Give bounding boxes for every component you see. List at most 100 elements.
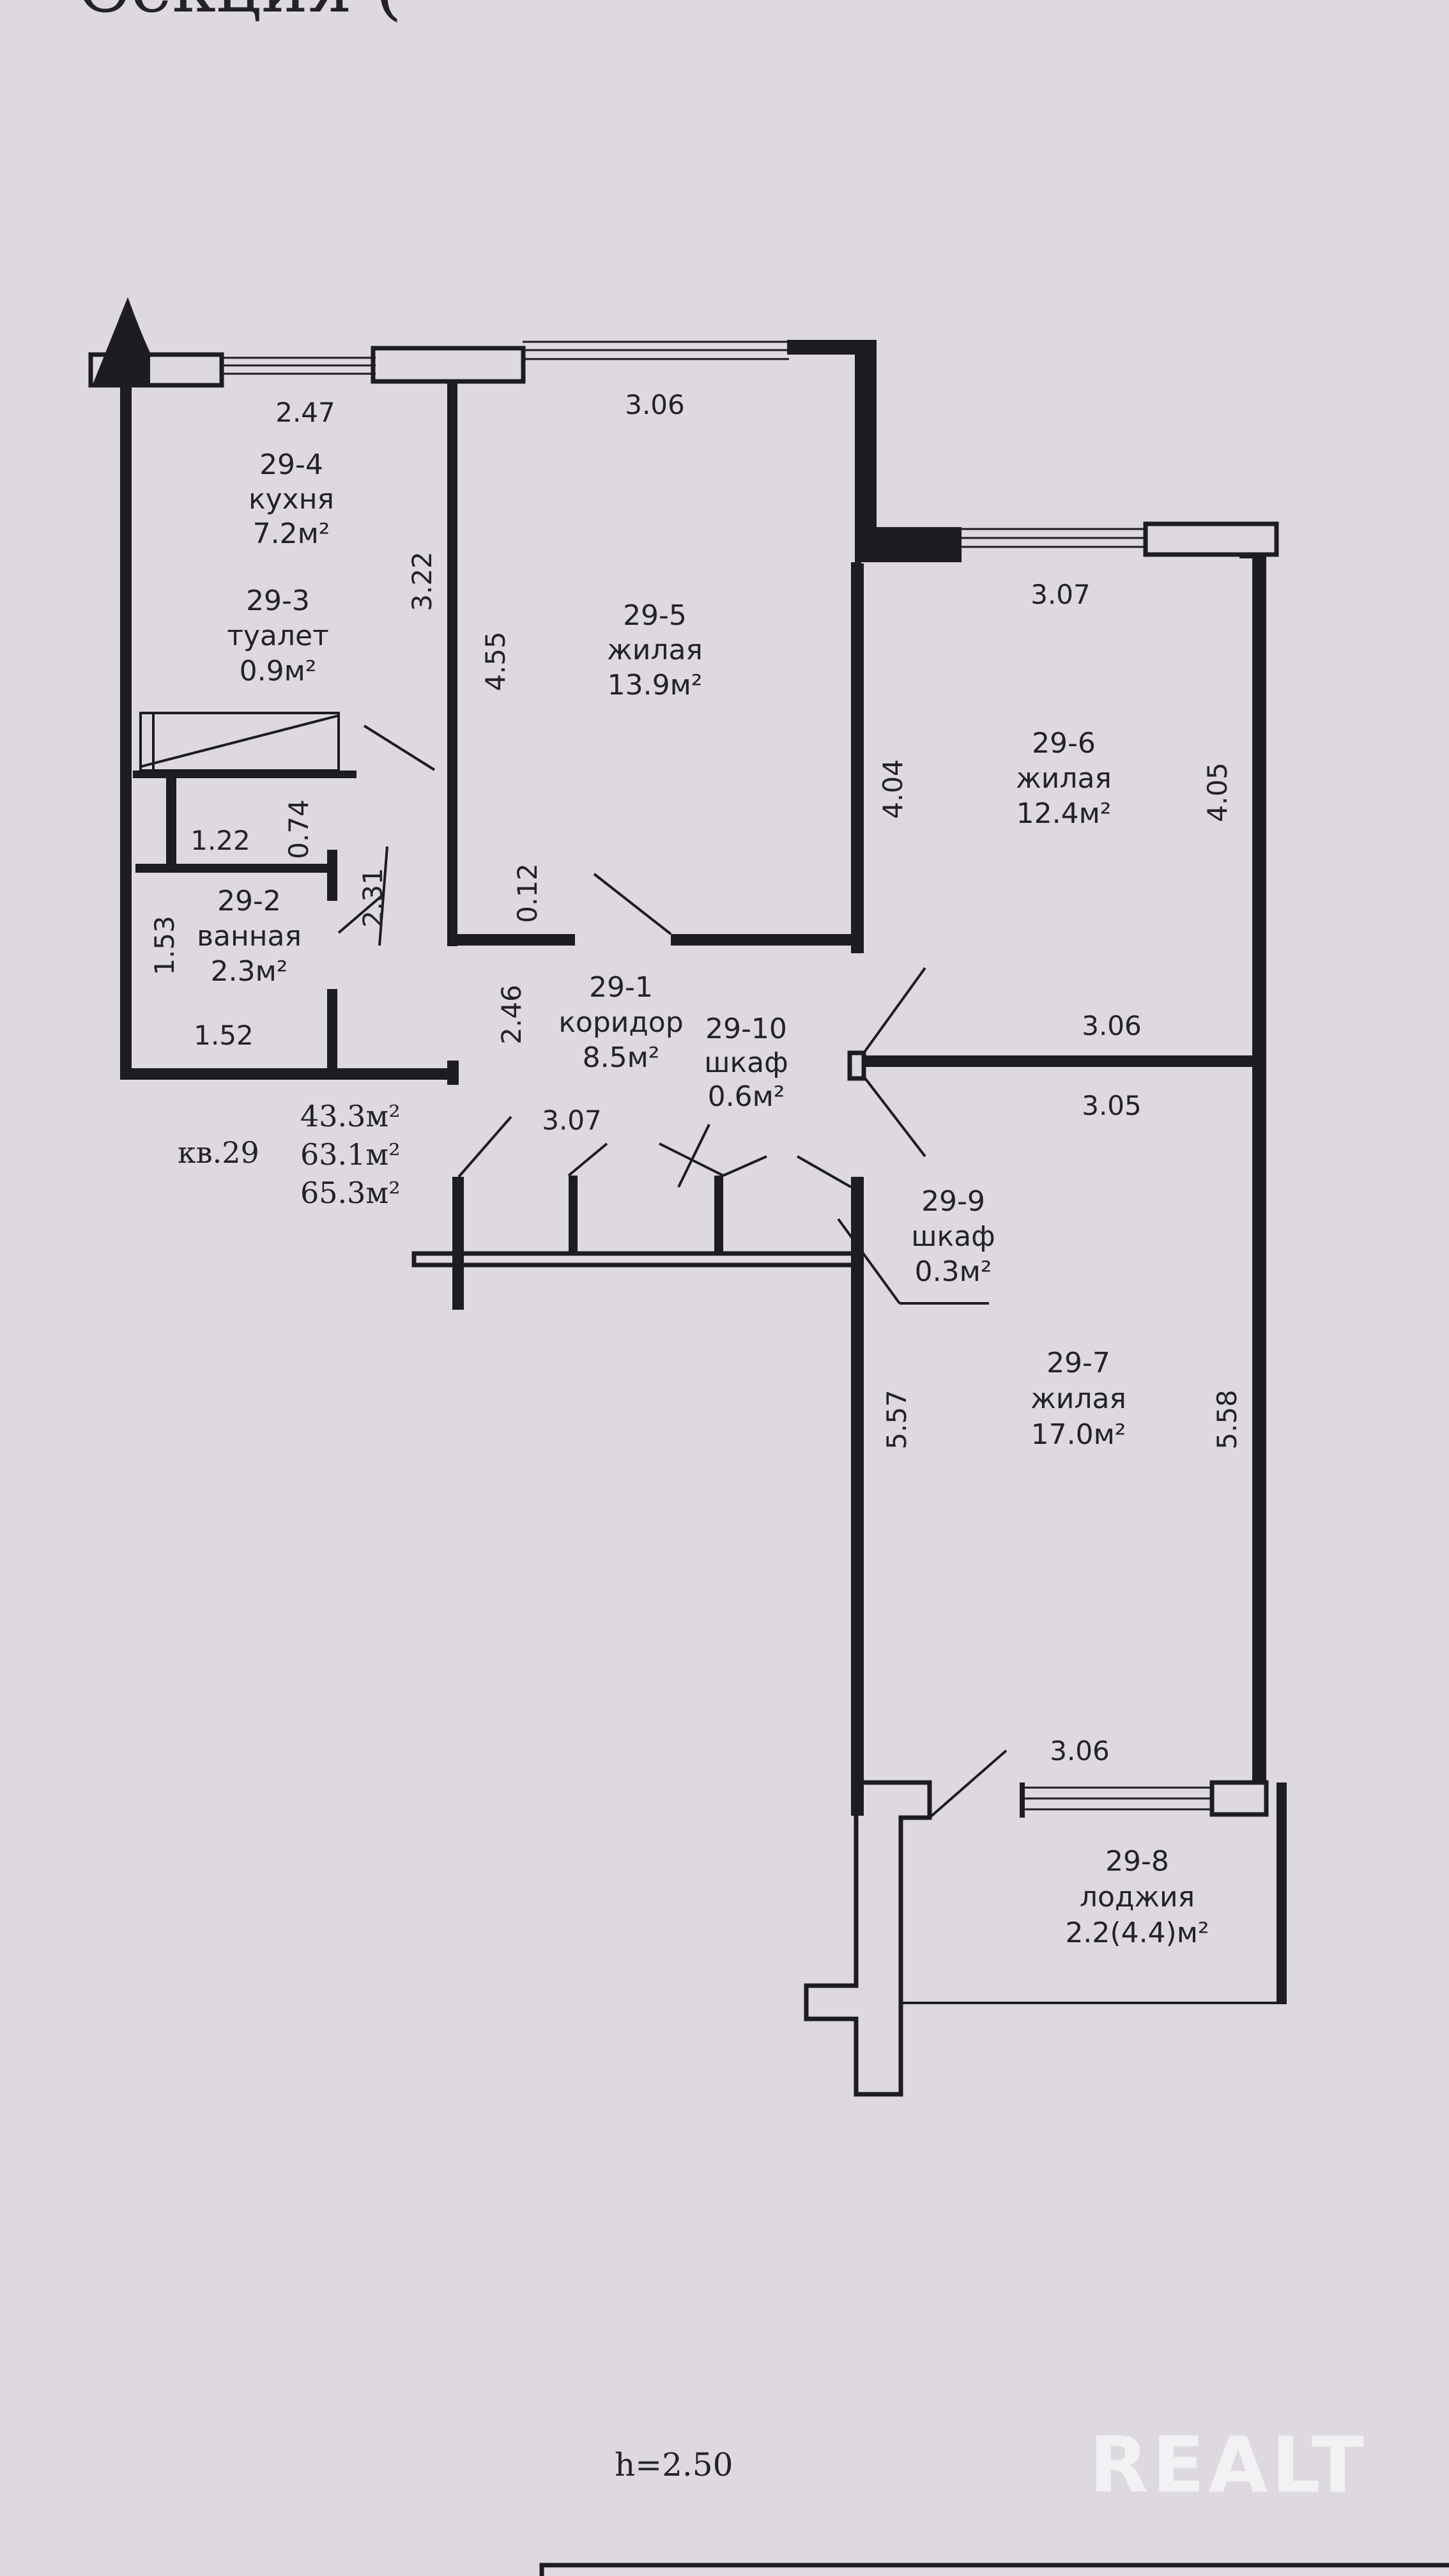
room5-bottom-wall-right <box>671 934 864 946</box>
dim-corridor-width: 3.07 <box>542 1105 602 1136</box>
room-id: 29-10 <box>705 1013 787 1045</box>
total-area: 63.1м² <box>300 1137 401 1172</box>
room-id: 29-2 <box>217 885 281 917</box>
right-outer-wall <box>1252 555 1266 1781</box>
room-area: 2.3м² <box>211 955 288 988</box>
total-area-with-loggia: 65.3м² <box>300 1176 401 1210</box>
door-swing-entry <box>457 1116 512 1178</box>
room-area: 8.5м² <box>583 1041 660 1074</box>
apartment-totals: кв.29 43.3м² 63.1м² 65.3м² <box>178 1099 401 1210</box>
door-swing-closet-4 <box>797 1155 852 1188</box>
room6-room7-partition <box>862 1055 1254 1067</box>
dim-room7-right: 5.58 <box>1211 1390 1243 1450</box>
dim-wc-depth: 0.74 <box>283 799 314 859</box>
room-label-29-6: 29-6 жилая 12.4м² <box>1016 727 1112 830</box>
room-id: 29-3 <box>246 585 310 617</box>
dim-kitchen-depth: 3.22 <box>406 551 438 611</box>
loggia-right-pier <box>1209 1780 1269 1817</box>
room-area: 13.9м² <box>608 669 703 702</box>
apartment-label: кв.29 <box>178 1135 259 1170</box>
door-swing-closet-1 <box>567 1142 608 1177</box>
room-label-29-9: 29-9 шкаф 0.3м² <box>911 1185 995 1288</box>
dim-corridor-depth: 2.46 <box>496 985 527 1045</box>
room-area: 17.0м² <box>1031 1418 1126 1451</box>
left-outer-wall <box>120 383 132 1080</box>
dim-room6-width: 3.07 <box>1031 579 1091 610</box>
room5-bottom-wall-left <box>447 934 575 946</box>
room-label-29-8: 29-8 лоджия 2.2(4.4)м² <box>1065 1845 1209 1949</box>
kitchen-top-wall <box>88 352 224 388</box>
dim-room6-left: 4.04 <box>877 759 908 819</box>
room-label-29-2: 29-2 ванная 2.3м² <box>197 885 302 988</box>
room-area: 12.4м² <box>1016 797 1112 830</box>
walls <box>88 297 1287 2097</box>
room-name: коридор <box>558 1006 683 1039</box>
page-header: Секция ( <box>77 0 402 28</box>
loggia-right-wall <box>1276 1782 1287 2003</box>
room-name: жилая <box>1031 1383 1126 1415</box>
dim-room5-depth: 4.55 <box>480 631 511 691</box>
wc-stub <box>327 850 337 901</box>
room5-top-pier <box>371 346 526 384</box>
dim-wc-width: 1.22 <box>190 825 250 856</box>
closet-divider-1 <box>569 1176 578 1254</box>
dim-room7-left: 5.57 <box>881 1390 912 1450</box>
room-name: ванная <box>197 920 302 953</box>
closet-leader <box>677 1124 710 1188</box>
dim-loggia-width: 3.06 <box>1050 1735 1110 1767</box>
room-area: 7.2м² <box>253 518 330 550</box>
room6-window <box>962 528 1147 548</box>
door-swing-room7 <box>862 1075 926 1158</box>
door-swing-loggia <box>928 1749 1008 1819</box>
room-name: лоджия <box>1080 1881 1195 1913</box>
dim-room7-top: 3.05 <box>1082 1090 1142 1121</box>
room-id: 29-7 <box>1046 1347 1110 1379</box>
dim-room5-width: 3.06 <box>625 389 685 420</box>
room-name: жилая <box>607 634 703 666</box>
door-swing-room6 <box>862 967 926 1054</box>
wc-counter <box>139 712 340 772</box>
room-label-29-10: 29-10 шкаф 0.6м² <box>704 1013 788 1113</box>
wc-bottom-wall <box>135 864 327 873</box>
corridor-left-jamb <box>452 1177 464 1310</box>
kitchen-window <box>220 356 376 375</box>
closet9-leader <box>837 1218 901 1305</box>
entrance-stub <box>93 297 150 385</box>
room-id: 29-1 <box>589 971 653 1004</box>
room-name: жилая <box>1016 762 1112 795</box>
room-area: 0.3м² <box>915 1255 992 1288</box>
room-area: 0.6м² <box>708 1080 785 1113</box>
partition-door-jamb <box>847 1050 866 1081</box>
right-wall-cap <box>1239 555 1265 558</box>
realt-watermark: REALT <box>1089 2421 1368 2510</box>
total-living-area: 43.3м² <box>300 1099 401 1133</box>
room-id: 29-5 <box>623 599 687 632</box>
room5-right-wall <box>787 340 962 953</box>
room-label-29-3: 29-3 туалет 0.9м² <box>227 585 328 687</box>
room-id: 29-6 <box>1032 727 1096 760</box>
dim-bath-wall: 2.31 <box>357 868 388 928</box>
dim-room6-right: 4.05 <box>1202 762 1233 822</box>
closet-divider-2 <box>714 1176 723 1254</box>
room7-left-wall <box>851 1177 864 1816</box>
dim-bath-width: 1.52 <box>194 1020 254 1051</box>
door-swing-wc <box>363 724 436 771</box>
ceiling-height-note: h=2.50 <box>615 2446 733 2483</box>
room-id: 29-4 <box>259 448 323 481</box>
loggia-left-wall <box>804 1780 932 2097</box>
room-name: шкаф <box>704 1046 788 1079</box>
room-label-29-5: 29-5 жилая 13.9м² <box>607 599 703 702</box>
loggia-window <box>1020 1782 1214 1818</box>
corridor-bottom-wall <box>411 1251 864 1268</box>
fixtures <box>139 712 1008 1819</box>
windows <box>220 341 1214 1818</box>
room-label-29-4: 29-4 кухня 7.2м² <box>249 448 334 550</box>
room-name: туалет <box>227 620 328 652</box>
room-label-29-7: 29-7 жилая 17.0м² <box>1031 1347 1126 1451</box>
room-area: 0.9м² <box>240 655 317 687</box>
room-id: 29-9 <box>921 1185 985 1218</box>
door-swing-closet-3 <box>723 1155 767 1177</box>
dim-wall-thickness: 0.12 <box>512 863 543 923</box>
dim-kitchen-width: 2.47 <box>275 397 335 428</box>
